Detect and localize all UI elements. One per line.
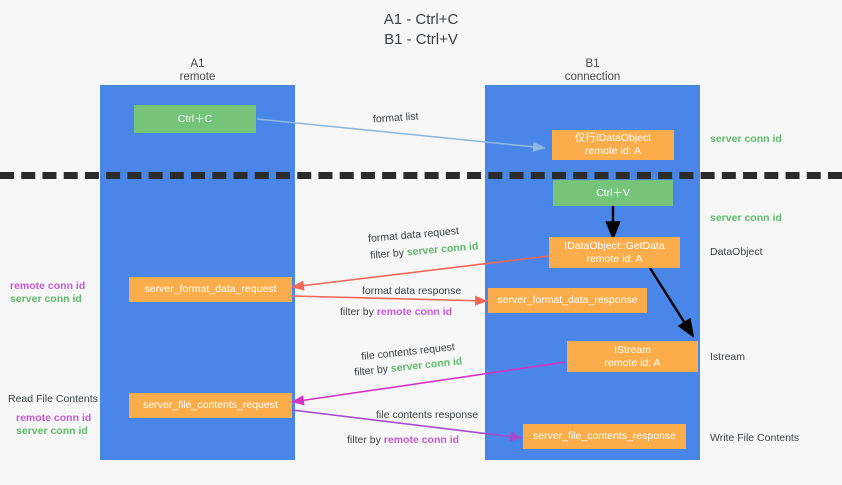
phase-divider	[0, 172, 842, 179]
annotation-left-read-file-contents: Read File Contents	[8, 393, 98, 405]
node-istream[interactable]: IStream remote id: A	[567, 341, 698, 372]
node-idataobject-getdata[interactable]: IDataObject::GetData remote id: A	[549, 237, 680, 268]
annotation-right-server-conn-id-mid: server conn id	[710, 212, 782, 224]
column-header-a1: A1 remote	[179, 58, 216, 83]
node-server-file-contents-request[interactable]: server_file_contents_request	[129, 393, 292, 418]
arrow-format-data-request	[291, 255, 550, 291]
arrow-getdata-to-istream	[648, 267, 695, 339]
arrow-file-contents-response	[291, 409, 523, 442]
column-header-b1: B1 connection	[564, 58, 621, 83]
node-server-format-data-request[interactable]: server_format_data_request	[129, 277, 292, 302]
annotation-left-remote-conn-id-mid: remote conn id	[10, 280, 86, 292]
edge-label-file-contents-response-filter: filter by remote conn id	[347, 433, 459, 447]
arrow-format-data-response	[291, 295, 488, 306]
node-server-format-data-response[interactable]: server_format_data_response	[488, 288, 647, 313]
annotation-right-server-conn-id-top: server conn id	[710, 133, 782, 145]
filter-value-remote-conn-id: remote conn id	[383, 434, 460, 446]
node-ctrl-v[interactable]: Ctrl＋V	[553, 180, 673, 206]
filter-prefix: filter by	[347, 434, 384, 446]
filter-prefix: filter by	[340, 306, 377, 318]
edge-label-format-data-response-filter: filter by remote conn id	[340, 305, 452, 319]
annotation-right-istream: Istream	[710, 351, 746, 363]
annotation-left-server-conn-id-mid: server conn id	[10, 293, 82, 305]
annotation-left-remote-conn-id-bottom: remote conn id	[16, 412, 92, 424]
edge-label-format-data-response: format data response	[362, 285, 462, 297]
page-title: A1 - Ctrl+C B1 - Ctrl+V	[383, 11, 459, 48]
filter-prefix: filter by	[353, 362, 392, 379]
filter-prefix: filter by	[369, 246, 408, 262]
edge-label-file-contents-response: file contents response	[376, 409, 479, 421]
node-server-file-contents-response[interactable]: server_file_contents_response	[523, 424, 686, 449]
node-ctrl-c[interactable]: Ctrl＋C	[134, 105, 256, 133]
filter-value-remote-conn-id: remote conn id	[376, 306, 453, 318]
annotation-right-dataobject: DataObject	[710, 246, 763, 258]
node-idataobject-top[interactable]: 仅行IDataObject remote id: A	[552, 130, 674, 160]
arrow-file-contents-request	[291, 361, 567, 406]
arrow-format-list	[256, 118, 546, 152]
annotation-left-server-conn-id-bottom: server conn id	[16, 425, 88, 437]
annotation-right-write-file-contents: Write File Contents	[710, 432, 800, 444]
